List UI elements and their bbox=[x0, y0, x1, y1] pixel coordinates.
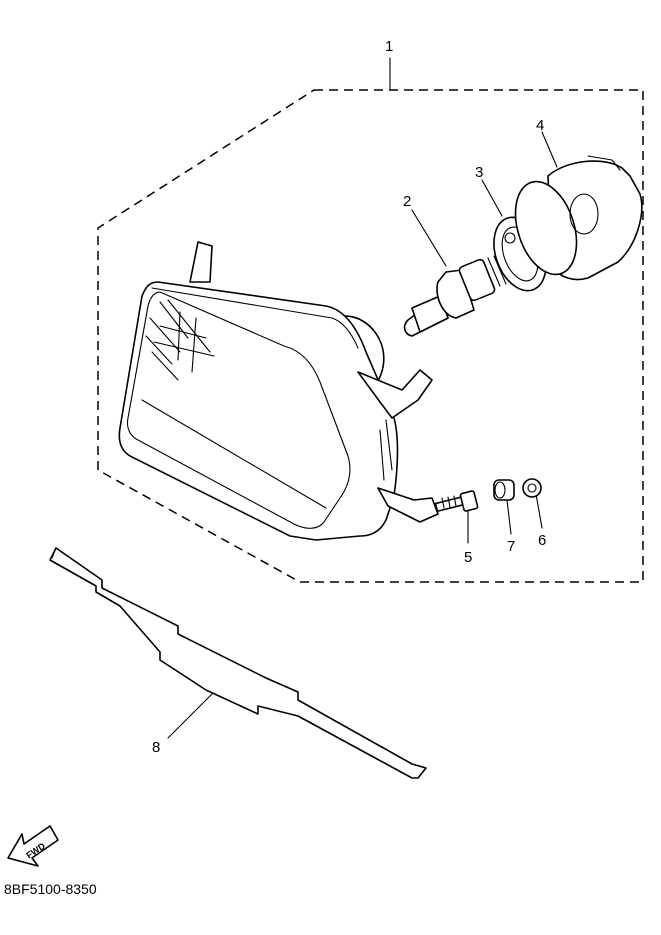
callout-3: 3 bbox=[475, 164, 483, 181]
cover bbox=[514, 155, 643, 281]
washer bbox=[522, 478, 542, 498]
callout-1: 1 bbox=[385, 38, 393, 55]
collar bbox=[493, 479, 515, 501]
assembly-boundary bbox=[97, 89, 644, 583]
stay bbox=[49, 547, 427, 779]
bulb bbox=[403, 255, 507, 337]
fwd-arrow-icon: FWD bbox=[7, 825, 59, 867]
screw bbox=[434, 490, 479, 513]
callout-6: 6 bbox=[538, 532, 546, 549]
callout-5: 5 bbox=[464, 549, 472, 566]
callout-8: 8 bbox=[152, 739, 160, 756]
callout-2: 2 bbox=[403, 193, 411, 210]
diagram-code: 8BF5100-8350 bbox=[4, 881, 97, 897]
callout-7: 7 bbox=[507, 538, 515, 555]
callout-4: 4 bbox=[536, 117, 544, 134]
headlight-assembly bbox=[118, 241, 439, 541]
leader-lines bbox=[167, 57, 558, 739]
